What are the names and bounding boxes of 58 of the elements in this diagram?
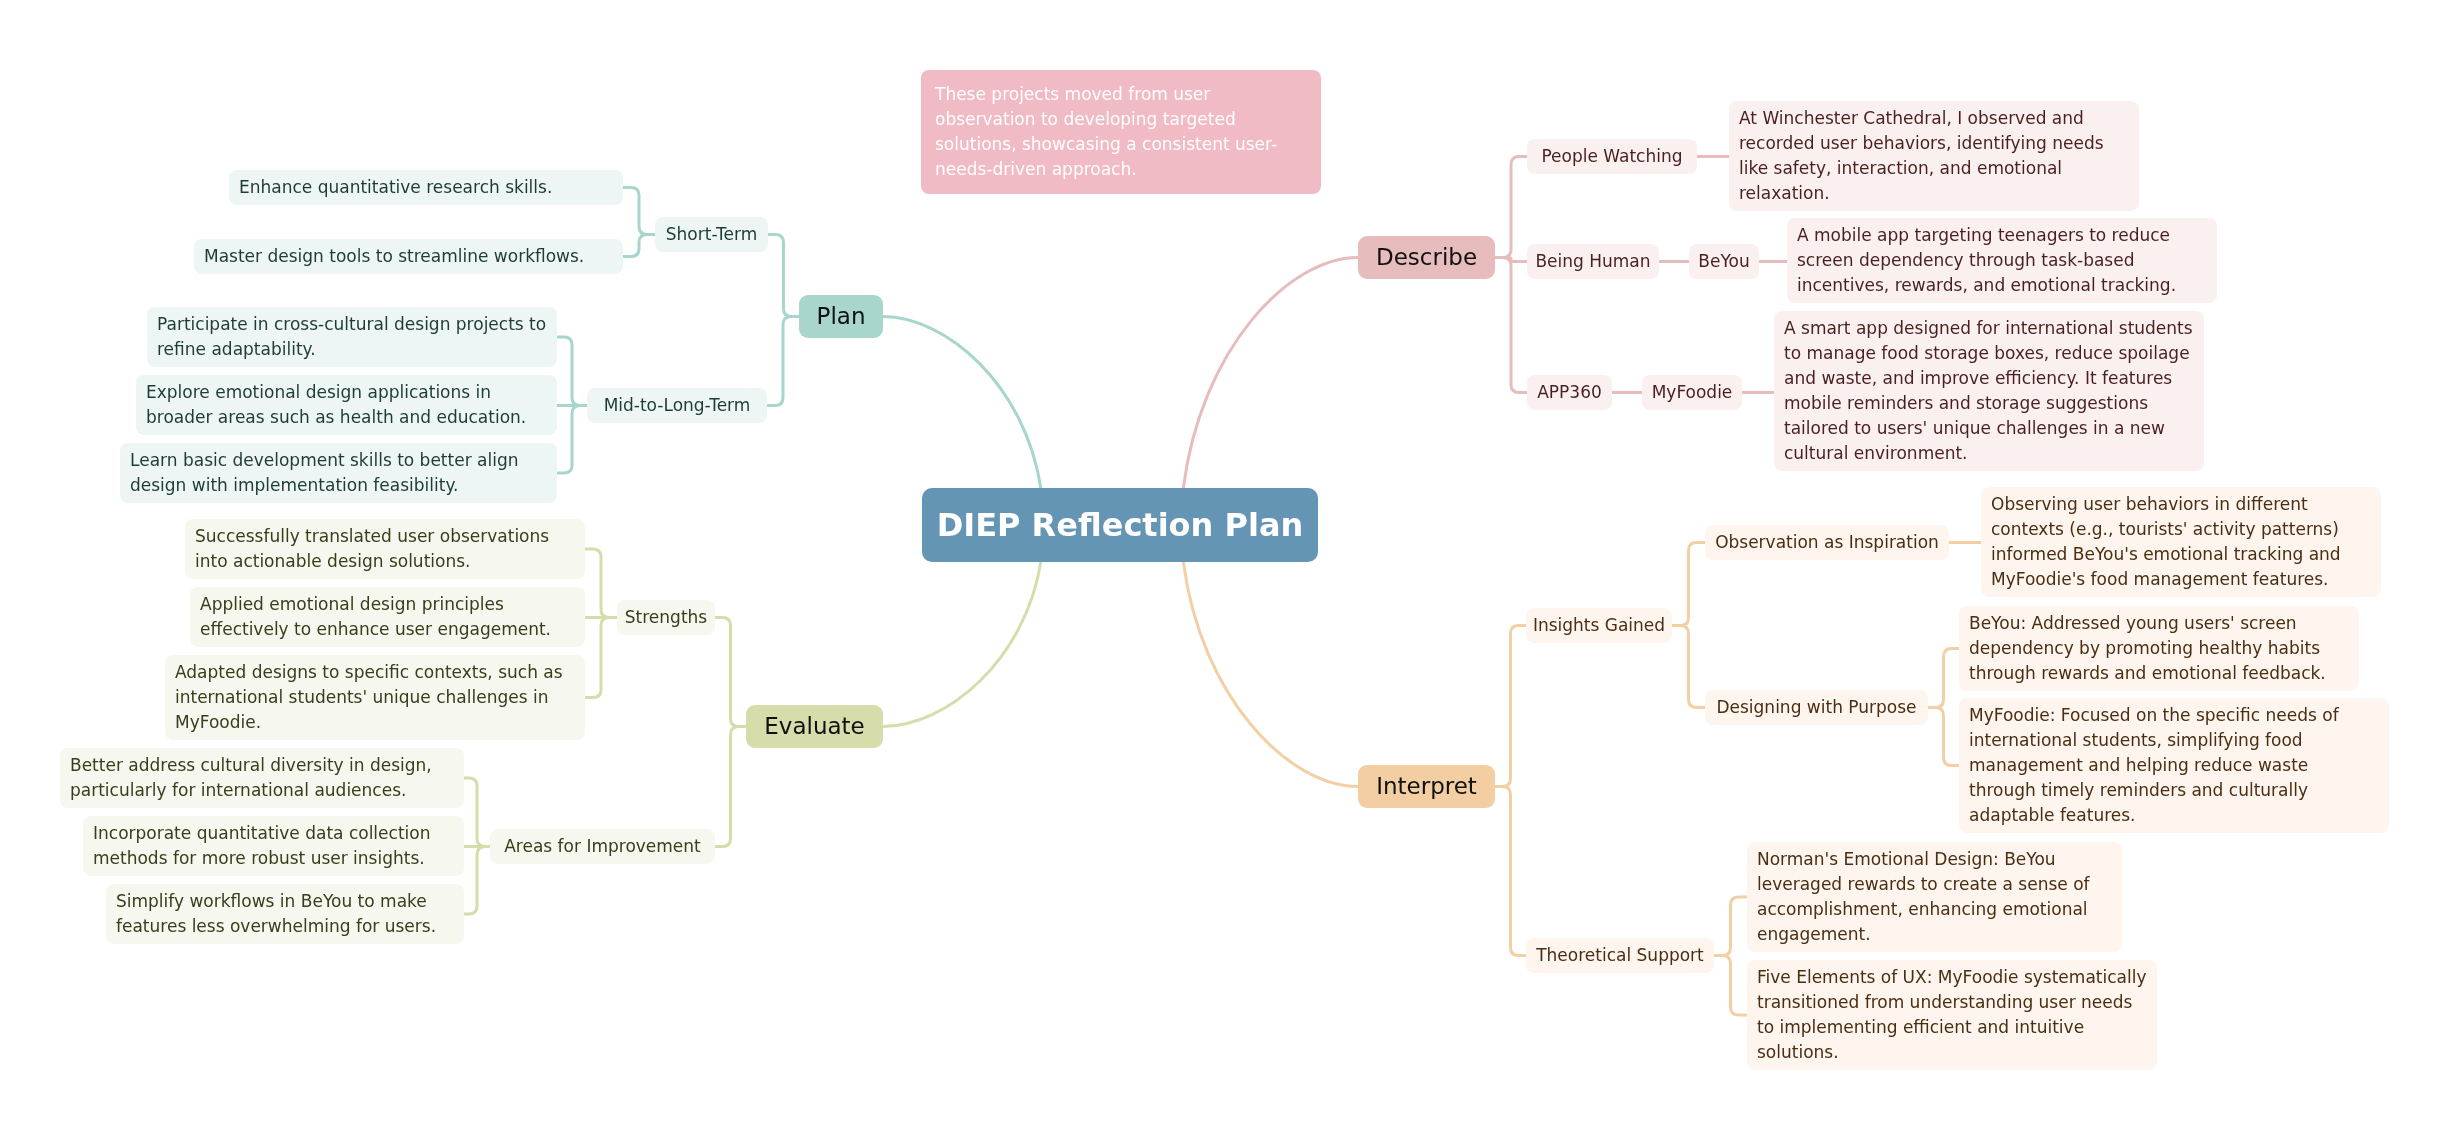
branch-topic: Plan (799, 295, 883, 338)
subtopic-label: Designing with Purpose (1705, 690, 1928, 725)
leaf-note: At Winchester Cathedral, I observed and recorded user behaviors, identifying needs like safety, interaction, and emotional relaxation. (1729, 101, 2139, 211)
connector-line (1672, 624, 1705, 709)
connector-line (1949, 541, 1981, 544)
leaf-note: A smart app designed for international students to manage food storage boxes, reduce spoilage and waste, and improve efficiency. It features mobile reminders and storage suggestions tailored to users' unique challenges in a new cultural environment. (1774, 311, 2204, 471)
leaf-note: Five Elements of UX: MyFoodie systematically transitioned from understanding user needs to implementing efficient and intuitive solutions. (1747, 960, 2157, 1070)
leaf-note: Successfully translated user observations into actionable design solutions. (185, 519, 585, 579)
connector-line (1181, 256, 1359, 489)
connector-line (882, 561, 1043, 728)
subtopic-label: Insights Gained (1526, 608, 1672, 643)
leaf-note: Master design tools to streamline workflows. (194, 239, 623, 274)
leaf-note: BeYou: Addressed young users' screen dependency by promoting healthy habits through rewards and emotional feedback. (1959, 606, 2359, 691)
subtopic-label: MyFoodie (1642, 375, 1742, 410)
leaf-note: MyFoodie: Focused on the specific needs of international students, simplifying food management and helping reduce waste through timely reminders and culturally adaptable features. (1959, 698, 2389, 833)
connector-line (1612, 391, 1642, 394)
connector-line (1928, 706, 1959, 767)
connector-line (1742, 391, 1774, 394)
connector-line (882, 315, 1043, 489)
note-card: These projects moved from user observation to developing targeted solutions, showcasing a consistent user-needs-driven approach. (921, 70, 1321, 194)
connector-line (1714, 954, 1747, 1017)
connector-line (1759, 260, 1787, 263)
leaf-note: Observing user behaviors in different contexts (e.g., tourists' activity patterns) informed BeYou's emotional tracking and MyFoodie's food management features. (1981, 487, 2381, 597)
subtopic-label: Short-Term (655, 217, 768, 252)
branch-topic: Interpret (1358, 765, 1495, 808)
connector-line (557, 404, 587, 475)
subtopic-label: Mid-to-Long-Term (587, 388, 767, 423)
leaf-note: Incorporate quantitative data collection methods for more robust user insights. (83, 816, 464, 876)
branch-topic: Describe (1358, 236, 1495, 279)
connector-line (1697, 155, 1729, 158)
leaf-note: Participate in cross-cultural design projects to refine adaptability. (147, 307, 557, 367)
subtopic-label: Strengths (617, 600, 715, 635)
leaf-note: Adapted designs to specific contexts, such as international students' unique challenges in MyFoodie. (165, 655, 585, 740)
leaf-note: Norman's Emotional Design: BeYou leveraged rewards to create a sense of accomplishment, enhancing emotional engagement. (1747, 842, 2122, 952)
leaf-note: Applied emotional design principles effectively to enhance user engagement. (190, 587, 585, 647)
subtopic-label: Observation as Inspiration (1705, 525, 1949, 560)
leaf-note: A mobile app targeting teenagers to reduce screen dependency through task-based incentives, rewards, and emotional tracking. (1787, 218, 2217, 303)
subtopic-label: People Watching (1527, 139, 1697, 174)
connector-line (585, 616, 617, 699)
leaf-note: Simplify workflows in BeYou to make features less overwhelming for users. (106, 884, 464, 944)
connector-line (1495, 256, 1527, 394)
branch-topic: Evaluate (746, 705, 883, 748)
connector-line (1659, 260, 1689, 263)
subtopic-label: APP360 (1527, 375, 1612, 410)
connector-line (1181, 561, 1359, 788)
subtopic-label: Theoretical Support (1526, 938, 1714, 973)
subtopic-label: Areas for Improvement (490, 829, 715, 864)
leaf-note: Enhance quantitative research skills. (229, 170, 623, 205)
connector-line (1495, 785, 1526, 957)
subtopic-label: BeYou (1689, 244, 1759, 279)
leaf-note: Better address cultural diversity in design, particularly for international audiences. (60, 748, 464, 808)
connector-line (767, 315, 799, 407)
leaf-note: Learn basic development skills to better align design with implementation feasibility. (120, 443, 557, 503)
subtopic-label: Being Human (1527, 244, 1659, 279)
connector-line (715, 725, 746, 848)
central-topic: DIEP Reflection Plan (922, 488, 1318, 562)
leaf-note: Explore emotional design applications in broader areas such as health and education. (136, 375, 557, 435)
connector-line (623, 233, 655, 258)
